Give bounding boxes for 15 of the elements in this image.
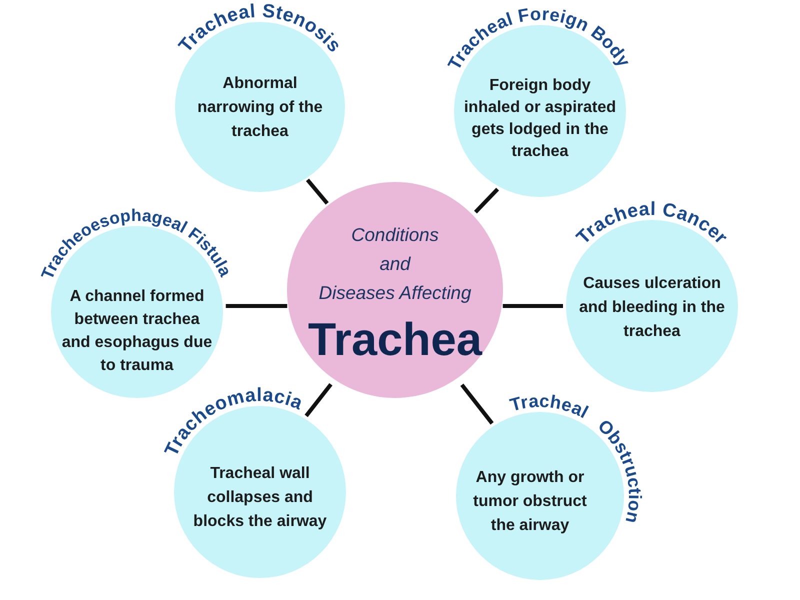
- description-text: Abnormal narrowing of the trachea: [196, 74, 324, 142]
- description-text: Foreign body inhaled or aspirated gets lodged in the trachea: [462, 76, 618, 162]
- connector-line: [304, 383, 332, 418]
- connector-line: [502, 304, 563, 308]
- connector-line: [226, 304, 288, 308]
- description-text: A channel formed between trachea and esophagus due to trauma: [60, 287, 214, 376]
- connector-line: [474, 188, 500, 214]
- description-text: Any growth or tumor obstruct the airway: [472, 468, 588, 536]
- description-text: Tracheal wall collapses and blocks the airway: [192, 464, 328, 532]
- hub-subtitle: Conditions and Diseases Affecting: [318, 223, 472, 305]
- description-text: Causes ulceration and bleeding in the trachea: [578, 274, 726, 342]
- connector-line: [306, 178, 329, 205]
- connector-line: [460, 384, 494, 425]
- hub-title: Trachea: [307, 313, 484, 365]
- curved-title: Tracheal: [508, 390, 592, 422]
